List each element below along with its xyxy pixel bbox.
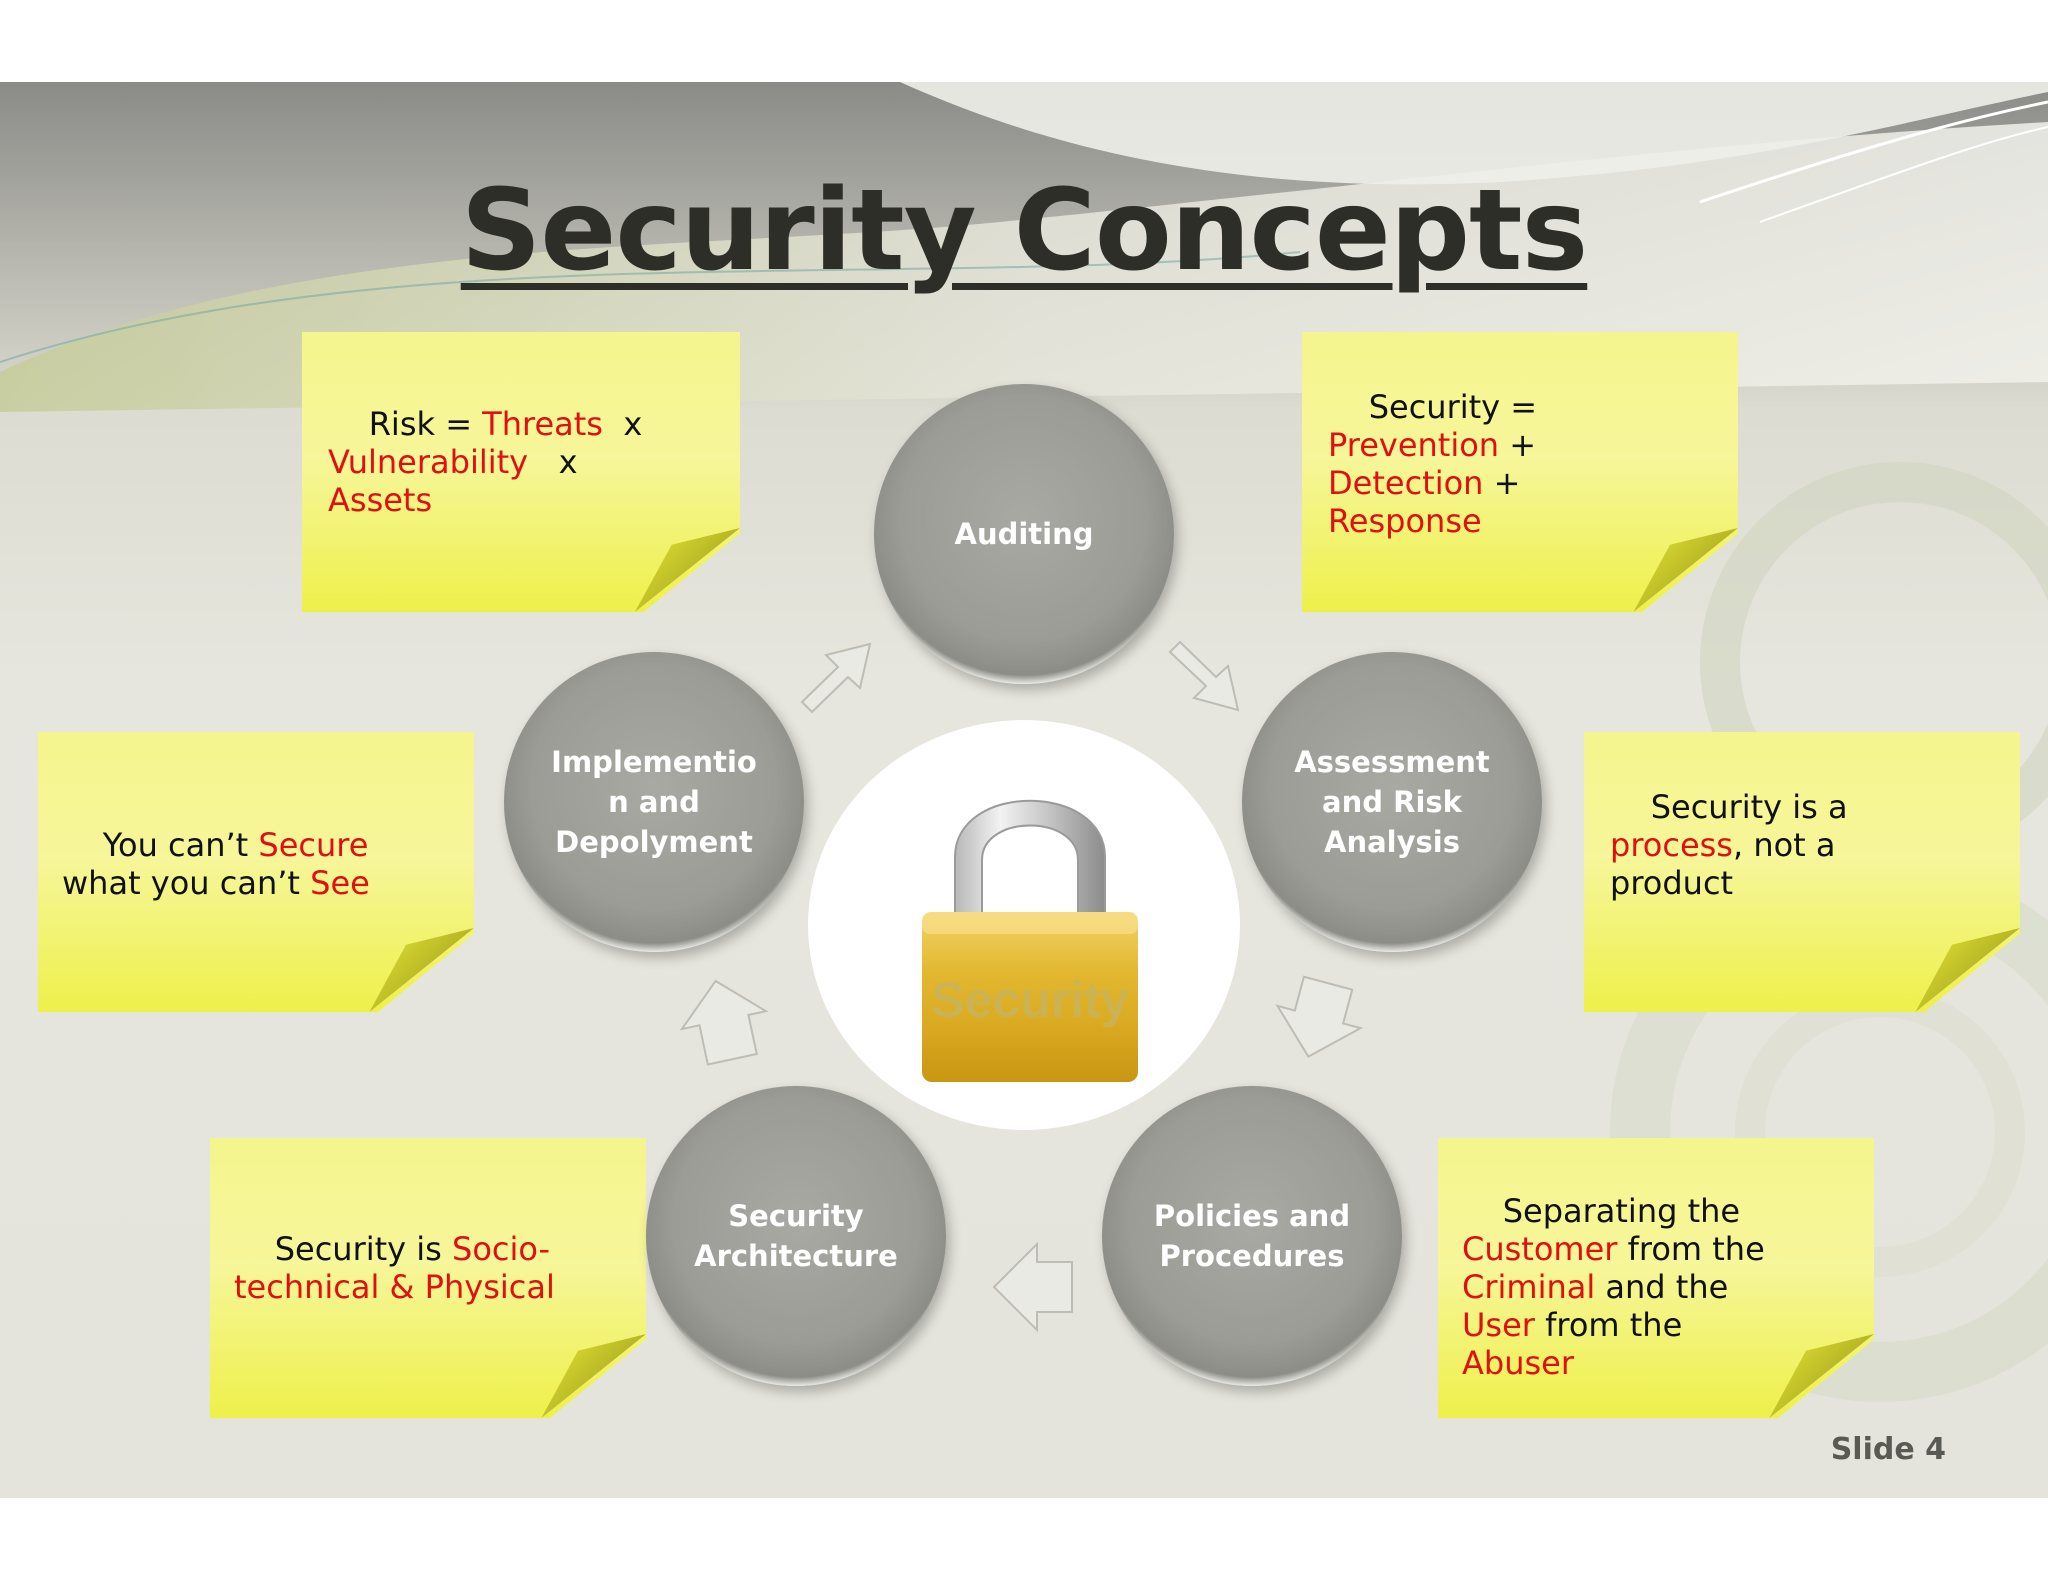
cycle-arrow-icon — [800, 642, 872, 714]
cycle-node-assessment: Assessment and Risk Analysis — [1242, 652, 1542, 952]
cycle-arrow-icon — [679, 979, 769, 1066]
padlock-icon: Security — [922, 799, 1138, 1082]
note-security-equation — [1302, 332, 1738, 612]
slide: Security Concepts Risk = Threats x Vulne… — [0, 82, 2048, 1498]
cycle-arrow-icon — [992, 1241, 1073, 1333]
cycle-node-auditing: Auditing — [874, 384, 1174, 684]
cycle-node-policies: Policies and Procedures — [1102, 1086, 1402, 1386]
note-secure-see-text: You can’t Secure what you can’t See — [62, 826, 370, 902]
lock-label: Security — [931, 972, 1129, 1028]
cycle-arrow-icon — [1275, 975, 1364, 1058]
note-process-text: Security is a process, not a product — [1610, 788, 1848, 902]
cycle-node-implementation: Implementio n and Depolyment — [504, 652, 804, 952]
note-security-equation-text: Security = Prevention + Detection + Resp… — [1328, 388, 1538, 540]
page-title: Security Concepts — [460, 166, 1589, 296]
cycle-arrow-icon — [1168, 640, 1240, 712]
note-socio-technical-text: Security is Socio- technical & Physical — [234, 1230, 555, 1306]
note-separating-text: Separating the Customer from the Crimina… — [1462, 1192, 1765, 1382]
slide-number: Slide 4 — [1830, 1432, 1946, 1467]
note-process — [1584, 732, 2020, 1012]
cycle-node-architecture: Security Architecture — [646, 1086, 946, 1386]
note-risk-text: Risk = Threats x Vulnerability x Assets — [328, 405, 643, 519]
note-secure-see — [38, 732, 474, 1012]
